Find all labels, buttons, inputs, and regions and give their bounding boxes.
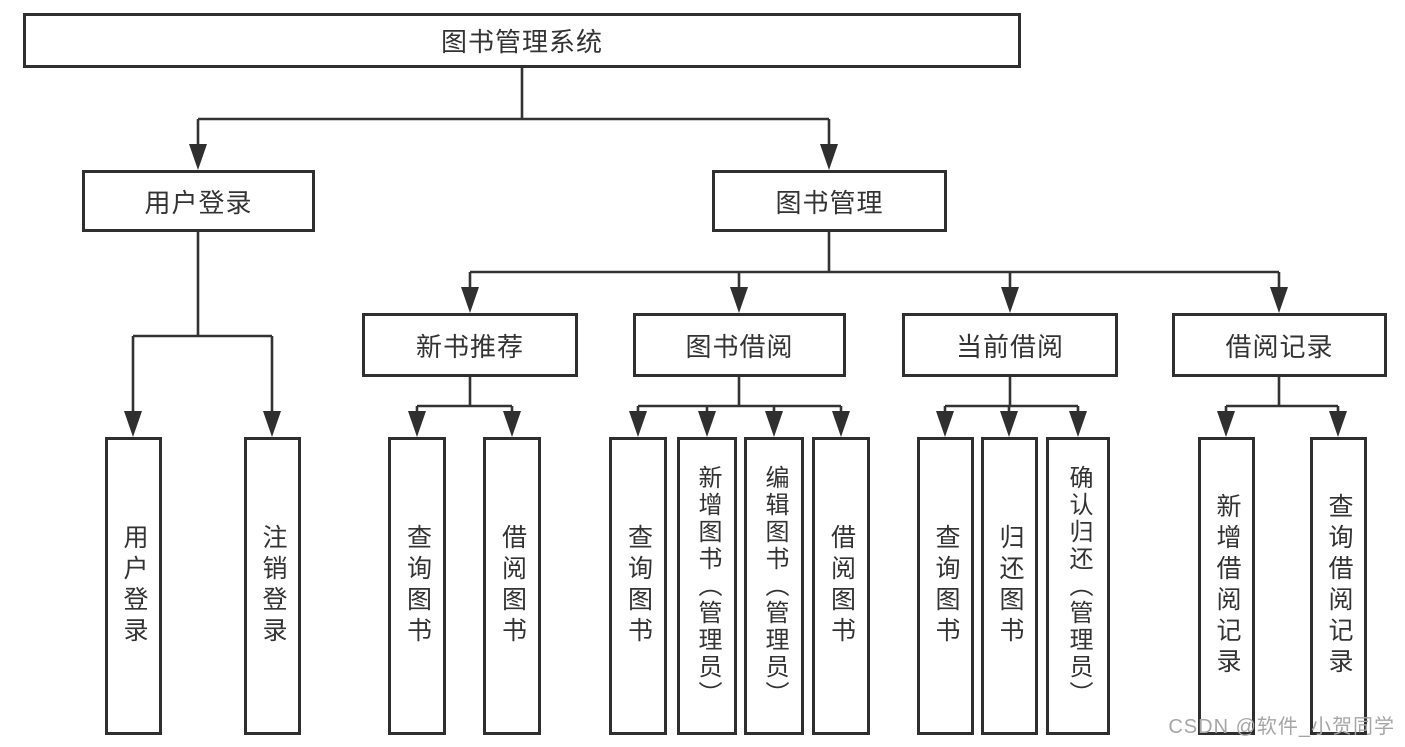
connector-book-borrow-children [636,377,843,412]
leaf-query-books-current: 查询图书 [917,437,974,735]
arrow-down-icon [1000,411,1018,437]
leaf-query-books-recommend: 查询图书 [388,437,446,735]
leaf-confirm-return-admin: 确认归还（管理员） [1046,437,1110,735]
leaf-edit-book-admin: 编辑图书（管理员） [744,437,804,735]
connector-user-login-children [131,232,274,412]
arrow-down-icon [698,411,716,437]
arrow-down-icon [408,411,426,437]
arrow-down-icon [503,411,521,437]
arrow-down-icon [461,287,479,313]
csdn-watermark: CSDN @软件_小贺同学 [1168,716,1395,738]
arrow-down-icon [1001,287,1019,313]
arrow-down-icon [189,144,207,170]
connector-new-book-children [415,377,514,412]
arrow-down-icon [1069,411,1087,437]
node-current-borrow: 当前借阅 [902,313,1118,377]
arrowheads-current-borrow-children [936,411,1087,437]
arrow-down-icon [1329,411,1347,437]
arrowheads-user-login-children [124,411,281,437]
arrowheads-book-borrow-children [629,411,850,437]
node-book-management: 图书管理 [712,170,947,232]
arrow-down-icon [1270,287,1288,313]
arrow-down-icon [124,411,142,437]
connector-root-to-level2 [196,68,831,146]
arrow-down-icon [263,411,281,437]
leaf-query-borrow-record: 查询借阅记录 [1310,437,1367,735]
node-book-borrow: 图书借阅 [633,313,846,377]
arrowheads-new-book-children [408,411,521,437]
node-borrow-records: 借阅记录 [1172,313,1387,377]
leaf-add-borrow-record: 新增借阅记录 [1198,437,1255,735]
arrow-down-icon [629,411,647,437]
arrow-down-icon [765,411,783,437]
leaf-user-login: 用户登录 [105,437,162,735]
arrow-down-icon [1217,411,1235,437]
connector-current-borrow-children [943,377,1080,412]
node-user-login: 用户登录 [82,170,315,232]
leaf-borrow-books: 借阅图书 [812,437,870,735]
connector-borrow-records-children [1224,377,1340,412]
leaf-logout: 注销登录 [244,437,301,735]
arrow-down-icon [936,411,954,437]
leaf-return-book: 归还图书 [981,437,1038,735]
arrowheads-level2 [189,144,838,170]
arrow-down-icon [820,144,838,170]
arrowheads-level3 [461,287,1288,313]
leaf-query-books-borrow: 查询图书 [609,437,667,735]
connector-book-management-children [468,232,1281,289]
leaf-add-book-admin: 新增图书（管理员） [677,437,737,735]
leaf-borrow-books-recommend: 借阅图书 [483,437,541,735]
arrow-down-icon [730,287,748,313]
arrowheads-borrow-records-children [1217,411,1347,437]
arrow-down-icon [832,411,850,437]
node-new-book-recommend: 新书推荐 [362,313,578,377]
node-library-management-system: 图书管理系统 [23,13,1021,68]
